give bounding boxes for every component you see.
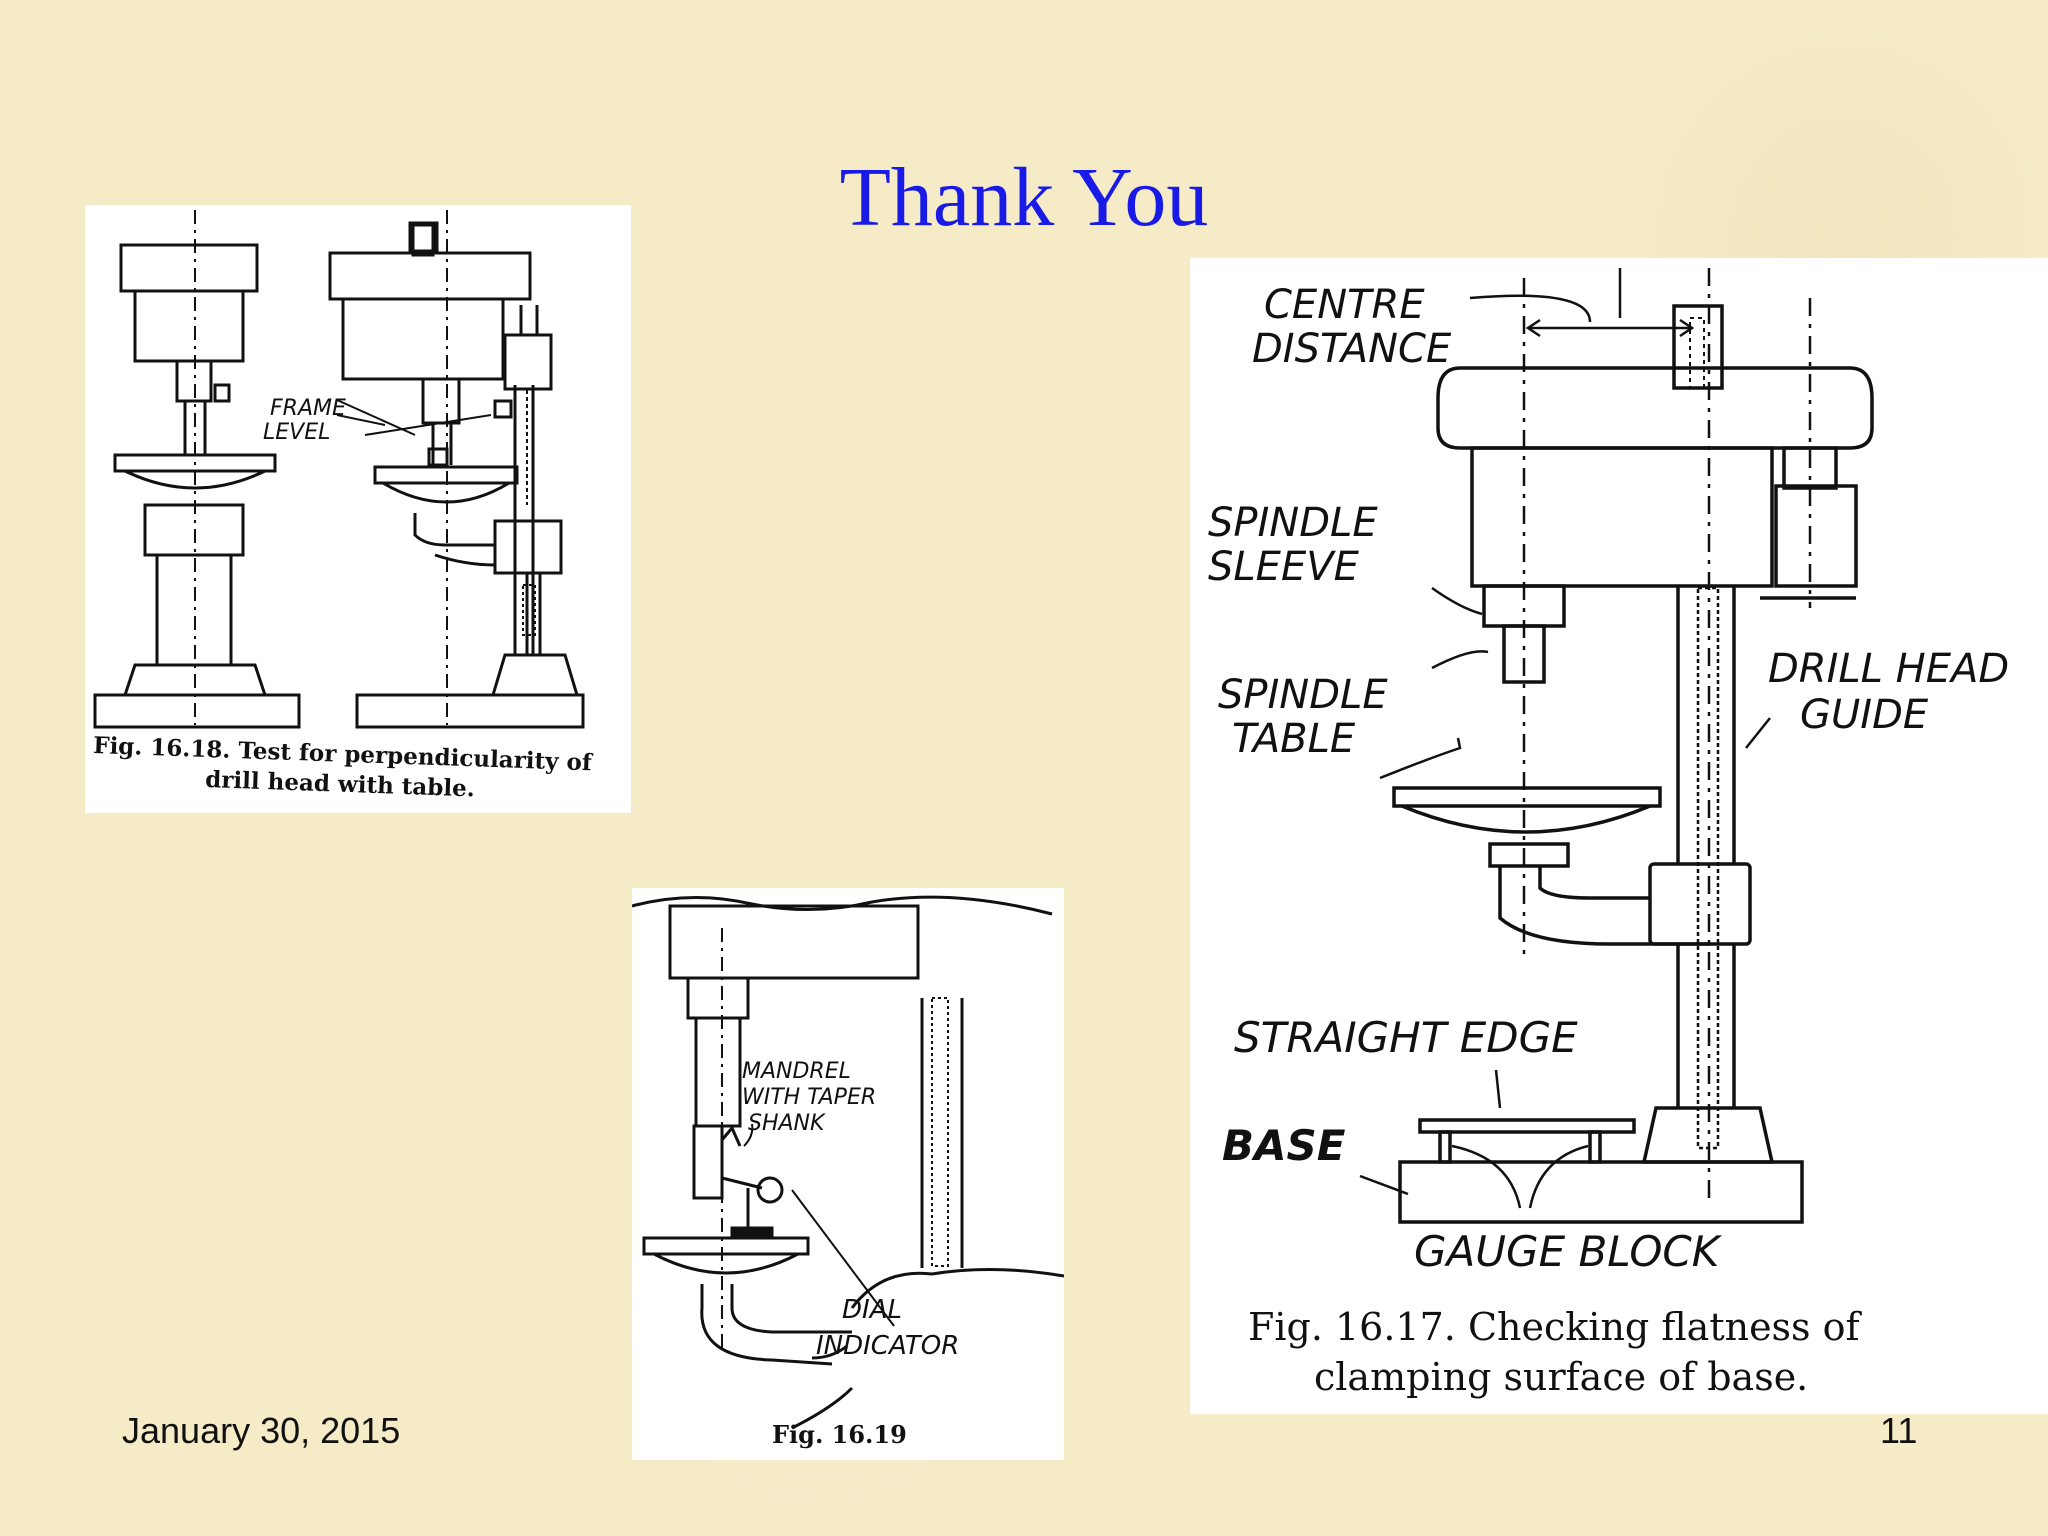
spindle-table-label-line2: TABLE [1232,716,1356,762]
centre-label-line1: CENTRE [1264,282,1425,328]
spindle-sleeve-label-line2: SLEEVE [1208,544,1360,590]
frame-level-label-line1: FRAME [270,396,346,421]
mandrel-label-line1: MANDREL [742,1059,851,1084]
frame-level-label-line2: LEVEL [263,420,330,445]
fig-16-18-caption-line1: Fig. 16.18. Test for perpendicularity of [93,732,595,776]
slide-date: January 30, 2015 [122,1410,401,1451]
slide-title: Thank You [839,151,1209,244]
drill-head-guide-label-line2: GUIDE [1800,692,1929,738]
base-label: BASE [1222,1121,1346,1170]
fig-16-17-caption-line1: Fig. 16.17. Checking flatness of [1248,1305,1863,1349]
dial-label-line2: INDICATOR [816,1331,959,1361]
straight-edge-label: STRAIGHT EDGE [1234,1013,1578,1062]
gauge-block-label: GAUGE BLOCK [1414,1227,1723,1276]
slide-page-number: 11 [1880,1410,1918,1451]
figure-16-18: FRAME LEVEL Fig. 16.18. Test for perpend… [85,205,631,813]
mandrel-label-line2: WITH TAPER [742,1085,876,1110]
figure-16-19-drawing: MANDREL WITH TAPER SHANK DIAL INDICATOR … [632,895,1064,1449]
fig-16-18-caption-line2: drill head with table. [205,766,475,802]
mandrel-label-line3: SHANK [748,1111,826,1136]
fig-16-19-caption: Fig. 16.19 [772,1420,907,1449]
figure-16-19: MANDREL WITH TAPER SHANK DIAL INDICATOR … [632,888,1064,1460]
figure-16-18-drawing: FRAME LEVEL Fig. 16.18. Test for perpend… [93,210,595,802]
drill-head-guide-label-line1: DRILL HEAD [1768,646,2009,692]
figure-16-17-drawing: CENTRE DISTANCE SPINDLE SLEEVE SPINDLE T… [1208,268,2009,1399]
spindle-sleeve-label-line1: SPINDLE [1208,500,1378,546]
dial-label-line1: DIAL [842,1295,902,1325]
centre-label-line2: DISTANCE [1252,326,1452,372]
fig-16-17-caption-line2: clamping surface of base. [1314,1355,1808,1399]
figure-16-17: CENTRE DISTANCE SPINDLE SLEEVE SPINDLE T… [1190,258,2048,1414]
spindle-table-label-line1: SPINDLE [1218,672,1388,718]
